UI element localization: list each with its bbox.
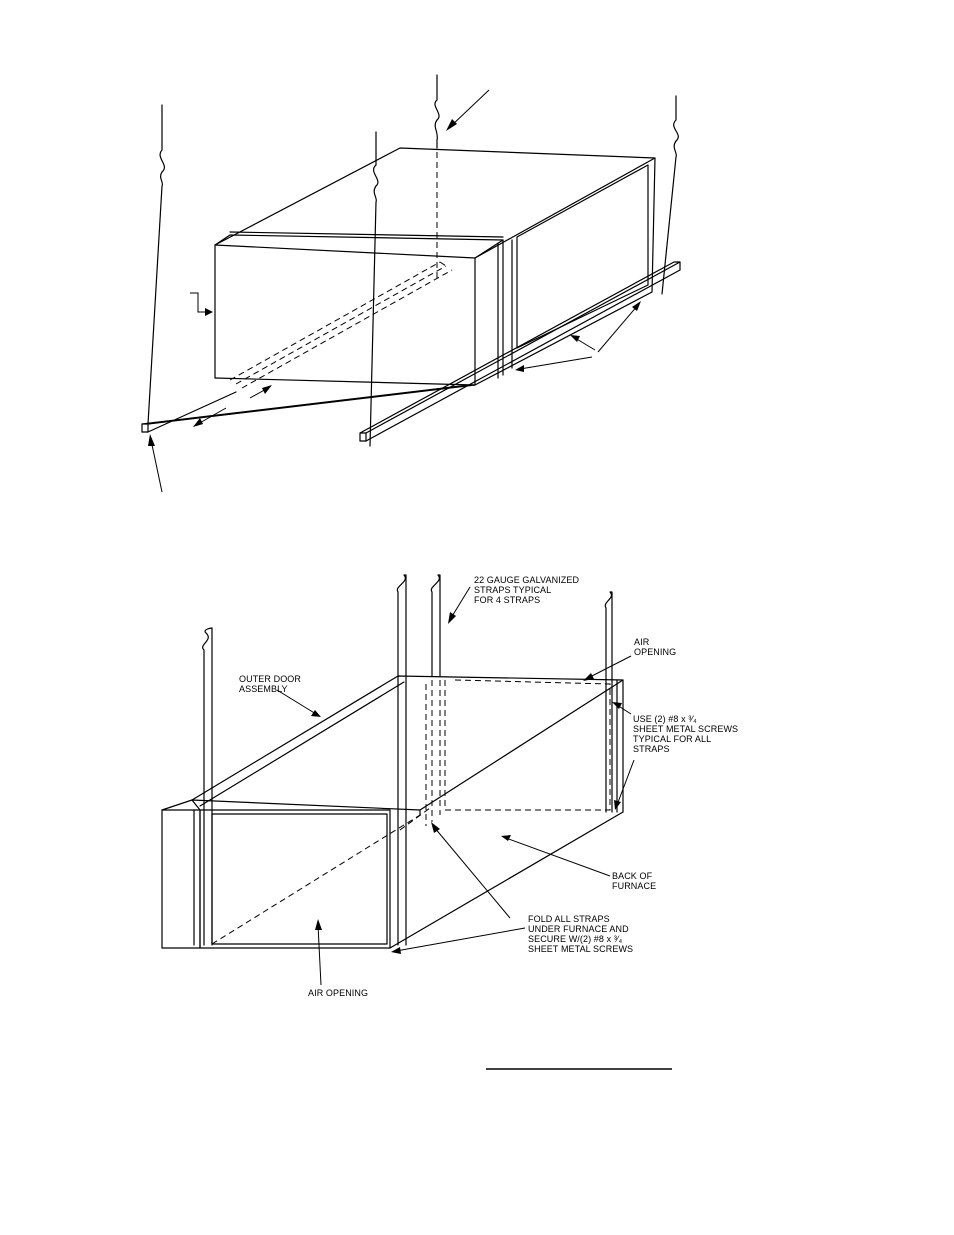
center-hanger-rod <box>434 74 440 282</box>
middle-hanger-rod <box>369 131 379 447</box>
label-outer-door-assembly: OUTER DOOR ASSEMBLY <box>239 674 304 694</box>
bottom-figure-labels: 22 GAUGE GALVANIZED STRAPS TYPICAL FOR 4… <box>239 575 741 998</box>
top-figure-leaders <box>148 89 641 493</box>
left-hanger-rod <box>147 104 165 425</box>
right-hanger-rod <box>661 95 679 295</box>
label-sheet-metal-screws: USE (2) #8 x ³⁄₄ SHEET METAL SCREWS TYPI… <box>633 714 741 754</box>
rail-front-right <box>359 261 681 442</box>
straps <box>202 574 618 946</box>
rail-front-left <box>141 384 476 433</box>
top-figure-furnace-on-rails <box>141 74 681 493</box>
bottom-figure-strapped-furnace: 22 GAUGE GALVANIZED STRAPS TYPICAL FOR 4… <box>161 574 741 998</box>
label-fold-all-straps: FOLD ALL STRAPS UNDER FURNACE AND SECURE… <box>528 914 633 954</box>
label-air-opening-top: AIR OPENING <box>634 637 676 657</box>
bottom-figure-leaders <box>276 586 635 986</box>
label-back-of-furnace: BACK OF FURNACE <box>612 871 656 891</box>
label-air-opening-bottom: AIR OPENING <box>308 988 368 998</box>
furnace-box-top <box>214 147 656 389</box>
furnace-box-bottom <box>161 675 624 949</box>
label-straps: 22 GAUGE GALVANIZED STRAPS TYPICAL FOR 4… <box>474 575 582 605</box>
